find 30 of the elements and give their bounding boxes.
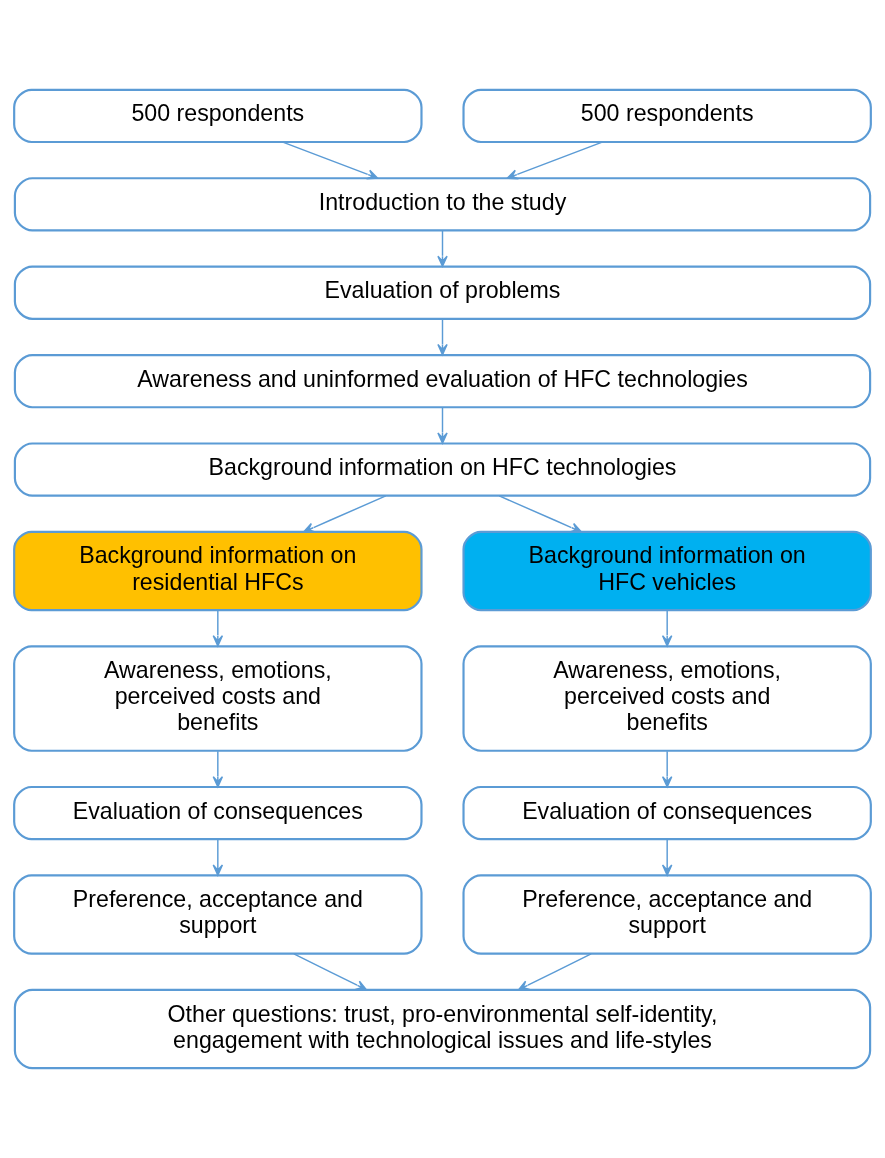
node-box: Evaluation of problems [13, 265, 872, 320]
node-box: Preference, acceptance and support [13, 874, 423, 955]
node-box: 500 respondents [13, 88, 423, 144]
node-box: Evaluation of consequences [462, 785, 872, 841]
arrow [212, 838, 224, 876]
node-box: Background information on HFC technologies [13, 442, 872, 497]
arrow [506, 141, 603, 180]
arrow [661, 609, 673, 647]
node-box: Background information on HFC vehicles [462, 530, 872, 612]
arrow [498, 495, 582, 533]
node-box: Introduction to the study [13, 177, 872, 232]
node-box: Awareness, emotions, perceived costs and benefits [462, 645, 872, 752]
arrow [437, 406, 448, 444]
arrow [437, 318, 448, 356]
node-box: 500 respondents [462, 88, 872, 144]
arrow [661, 838, 673, 876]
arrow [517, 953, 592, 991]
arrow [212, 609, 224, 647]
arrow [212, 750, 224, 788]
node-box: Background information on residential HFCs [13, 530, 423, 612]
node-box: Awareness and uninformed evaluation of HFC technologies [13, 353, 872, 409]
arrow [437, 229, 448, 268]
arrow [293, 953, 368, 991]
node-box: Evaluation of consequences [13, 785, 423, 841]
node-box: Other questions: trust, pro-environmental self-identity, engagement with technological issues and life-styles [13, 988, 872, 1070]
arrow [303, 495, 387, 533]
node-box: Preference, acceptance and support [462, 874, 872, 955]
arrow [661, 750, 673, 788]
node-box: Awareness, emotions, perceived costs and benefits [13, 645, 423, 752]
arrow [282, 141, 379, 180]
